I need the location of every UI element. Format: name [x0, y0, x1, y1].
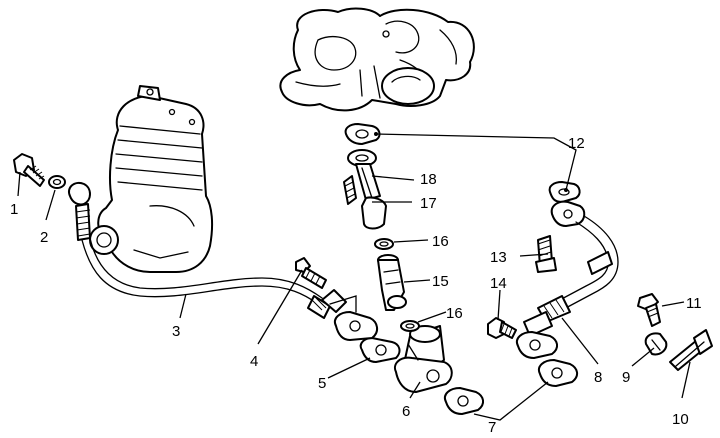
callout-7: 7	[488, 419, 496, 436]
callout-3: 3	[172, 323, 180, 340]
bracket-10	[669, 329, 713, 371]
bolt-14	[487, 317, 517, 339]
elbow-fitting	[394, 325, 453, 393]
compressor	[89, 85, 214, 273]
callout-1: 1	[10, 201, 18, 218]
callout-10: 10	[672, 411, 689, 428]
callout-labels: 1 2 3 4 5 6 7 8 9 10 11 12 13 14 15 16 1…	[10, 135, 702, 436]
callout-16-lower: 16	[446, 305, 463, 322]
washer-9	[644, 332, 668, 356]
pipe-clamp	[343, 175, 387, 230]
callout-14: 14	[490, 275, 507, 292]
callout-8: 8	[594, 369, 602, 386]
callout-4: 4	[250, 353, 258, 370]
flange-gasket	[359, 337, 401, 363]
callout-11: 11	[686, 295, 702, 312]
callout-16-upper: 16	[432, 233, 449, 250]
banjo-bolt	[13, 153, 45, 187]
bolt-13	[535, 235, 557, 273]
gasket-lower	[444, 387, 484, 415]
return-pipe	[516, 200, 619, 359]
connecting-tube	[377, 254, 407, 311]
callout-12: 12	[568, 135, 585, 152]
callout-9: 9	[622, 369, 630, 386]
callout-6: 6	[402, 403, 410, 420]
turbocharger	[279, 7, 475, 112]
callout-18: 18	[420, 171, 437, 188]
o-ring-lower	[400, 320, 420, 332]
gasket-right-upper	[548, 181, 581, 203]
callout-5: 5	[318, 375, 326, 392]
gasket-upper	[344, 123, 381, 145]
callout-15: 15	[432, 273, 449, 290]
oil-supply-pipe	[68, 182, 357, 319]
outlet-flange-pipe	[347, 149, 381, 201]
callout-13: 13	[490, 249, 507, 266]
callout-2: 2	[40, 229, 48, 246]
union-fitting	[295, 257, 327, 289]
plug-11	[637, 293, 661, 327]
o-ring-upper	[374, 238, 394, 250]
sealing-washer	[48, 175, 66, 189]
pipe-flange	[334, 311, 378, 341]
callout-17: 17	[420, 195, 437, 212]
leader-lines	[17, 132, 691, 421]
gasket-right	[538, 359, 578, 387]
